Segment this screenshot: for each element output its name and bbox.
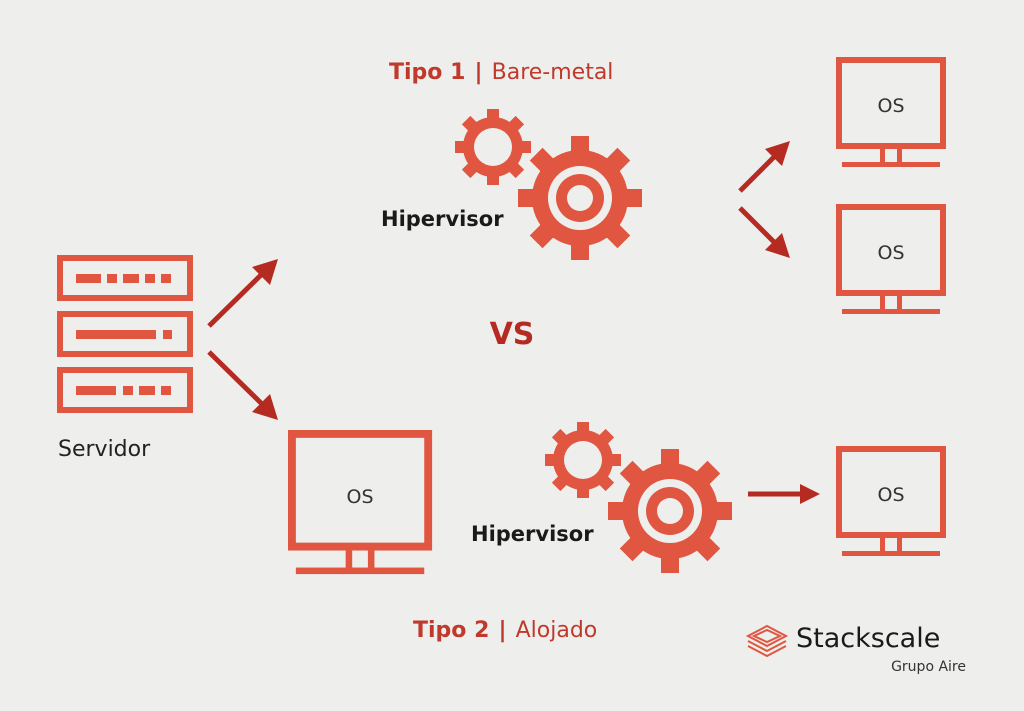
gear-icon bbox=[518, 136, 642, 260]
arrow-to-vm2 bbox=[738, 206, 790, 258]
hypervisor-label-type2: Hipervisor bbox=[471, 522, 594, 546]
gear-icon bbox=[608, 449, 732, 573]
os-label: OS bbox=[877, 484, 904, 506]
stackscale-logo-icon bbox=[745, 624, 789, 658]
arrow-to-vm3 bbox=[748, 484, 820, 504]
brand-subtitle: Grupo Aire bbox=[891, 659, 966, 675]
small-gear-icon bbox=[545, 422, 621, 498]
server-icon bbox=[57, 255, 193, 413]
small-gear-icon bbox=[455, 109, 531, 185]
os-label: OS bbox=[346, 486, 373, 508]
os-label: OS bbox=[877, 95, 904, 117]
brand-name: Stackscale bbox=[796, 623, 940, 654]
arrow-to-type2 bbox=[207, 350, 278, 420]
arrow-to-type1 bbox=[207, 259, 278, 328]
arrow-to-vm1 bbox=[738, 141, 790, 193]
type1-title: Tipo 1 | Bare-metal bbox=[389, 60, 613, 85]
vs-label: VS bbox=[490, 317, 535, 352]
hypervisor-label-type1: Hipervisor bbox=[381, 207, 504, 231]
server-label: Servidor bbox=[58, 437, 151, 462]
type2-title: Tipo 2 | Alojado bbox=[413, 618, 597, 643]
os-label: OS bbox=[877, 242, 904, 264]
